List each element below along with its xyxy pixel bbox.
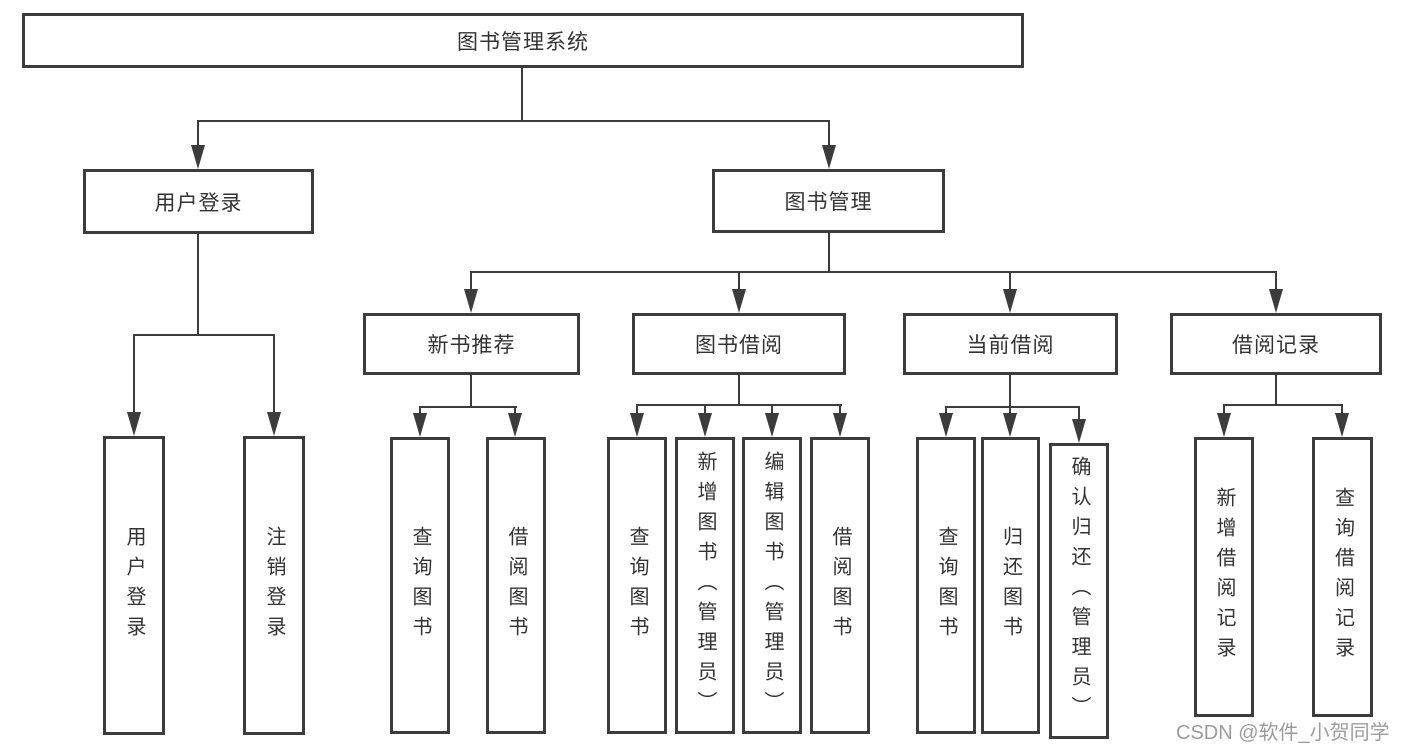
leaf-return-books: 归还图书: [981, 437, 1040, 734]
leaf-label: 查询图书: [626, 525, 648, 646]
connector-stub: [419, 406, 421, 415]
node-new-book-recommendation: 新书推荐: [363, 313, 580, 375]
connector-trunk: [1009, 375, 1011, 407]
leaf-label: 确认归还（管理员）: [1068, 456, 1090, 726]
connector-branch: [1223, 404, 1343, 406]
connector-stub: [945, 406, 947, 415]
node-book-borrowing: 图书借阅: [632, 313, 846, 375]
leaf-label: 新增图书（管理员）: [694, 450, 716, 721]
node-label: 用户登录: [154, 191, 243, 215]
node-label: 图书借阅: [695, 334, 783, 357]
connector-stub: [839, 404, 841, 415]
node-label: 借阅记录: [1232, 334, 1320, 357]
node-label: 当前借阅: [966, 334, 1055, 357]
node-label: 新书推荐: [427, 334, 516, 357]
node-label: 图书管理: [784, 191, 873, 214]
arrowhead-down-icon: [267, 412, 281, 436]
leaf-label: 新增借阅记录: [1213, 487, 1235, 667]
connector-stub: [1341, 404, 1343, 415]
node-library-management-system: 图书管理系统: [22, 13, 1024, 68]
connector-branch: [419, 406, 517, 408]
connector-stub: [514, 406, 516, 415]
leaf-query-borrow-record: 查询借阅记录: [1312, 437, 1373, 717]
leaf-confirm-return-admin: 确认归还（管理员）: [1049, 443, 1109, 739]
connector-stub: [636, 404, 638, 415]
connector-trunk: [1275, 375, 1277, 405]
connector-book-mgmt-trunk: [828, 233, 830, 272]
node-user-login: 用户登录: [83, 169, 314, 234]
arrowhead-down-icon: [1217, 413, 1231, 437]
arrowhead-down-icon: [508, 413, 522, 437]
arrowhead-down-icon: [1335, 413, 1349, 437]
connector-branch: [945, 406, 1080, 408]
leaf-edit-books-admin: 编辑图书（管理员）: [742, 437, 802, 734]
connector-stub: [828, 120, 830, 146]
node-book-management: 图书管理: [712, 169, 945, 233]
arrowhead-down-icon: [464, 289, 478, 313]
arrowhead-down-icon: [833, 413, 847, 437]
arrowhead-down-icon: [698, 413, 712, 437]
leaf-add-books-admin: 新增图书（管理员）: [675, 437, 735, 734]
leaf-add-borrow-record: 新增借阅记录: [1194, 437, 1254, 717]
watermark: CSDN @软件_小贺同学: [1176, 722, 1390, 744]
arrowhead-down-icon: [765, 413, 779, 437]
arrowhead-down-icon: [1003, 413, 1017, 437]
connector-stub: [738, 271, 740, 289]
arrowhead-down-icon: [1269, 289, 1283, 313]
node-label: 图书管理系统: [457, 30, 589, 54]
arrowhead-down-icon: [822, 145, 836, 169]
leaf-label: 编辑图书（管理员）: [761, 450, 783, 721]
connector-stub: [273, 334, 275, 412]
connector-branch: [636, 404, 842, 406]
leaf-query-books-recommend: 查询图书: [390, 437, 450, 734]
leaf-label: 查询图书: [409, 525, 431, 646]
connector-trunk: [738, 375, 740, 405]
connector-stub: [1009, 406, 1011, 415]
node-current-borrowing: 当前借阅: [903, 313, 1118, 375]
leaf-label: 归还图书: [999, 525, 1022, 646]
connector-stub: [133, 334, 135, 412]
connector-root-branch: [197, 120, 830, 122]
connector-stub: [1078, 406, 1080, 421]
leaf-query-books-borrowing: 查询图书: [607, 437, 667, 734]
leaf-borrow-books-recommend: 借阅图书: [486, 437, 546, 734]
arrowhead-down-icon: [732, 289, 746, 313]
arrowhead-down-icon: [1003, 289, 1017, 313]
leaf-query-books-current: 查询图书: [916, 437, 976, 734]
connector-stub: [1009, 271, 1011, 289]
connector-stub: [470, 271, 472, 289]
arrowhead-down-icon: [127, 412, 141, 436]
leaf-logout: 注销登录: [243, 436, 305, 735]
connector-stub: [1223, 404, 1225, 415]
node-borrowing-records: 借阅记录: [1170, 313, 1382, 375]
connector-root-trunk: [521, 68, 523, 121]
connector-book-mgmt-branch: [470, 271, 1277, 273]
arrowhead-down-icon: [1072, 419, 1086, 443]
arrowhead-down-icon: [191, 145, 205, 169]
connector-stub: [771, 404, 773, 415]
leaf-label: 用户登录: [123, 525, 145, 646]
arrowhead-down-icon: [939, 413, 953, 437]
connector-user-login-trunk: [197, 234, 199, 335]
connector-trunk: [470, 375, 472, 407]
connector-stub: [704, 404, 706, 415]
leaf-borrow-books-borrowing: 借阅图书: [810, 437, 870, 734]
leaf-label: 注销登录: [263, 525, 285, 646]
arrowhead-down-icon: [630, 413, 644, 437]
leaf-user-login: 用户登录: [103, 436, 165, 735]
leaf-label: 借阅图书: [505, 525, 527, 646]
connector-user-login-branch: [133, 334, 275, 336]
arrowhead-down-icon: [413, 413, 427, 437]
leaf-label: 借阅图书: [829, 525, 851, 646]
leaf-label: 查询借阅记录: [1331, 487, 1354, 667]
connector-stub: [1275, 271, 1277, 289]
leaf-label: 查询图书: [935, 525, 957, 646]
connector-stub: [197, 120, 199, 146]
